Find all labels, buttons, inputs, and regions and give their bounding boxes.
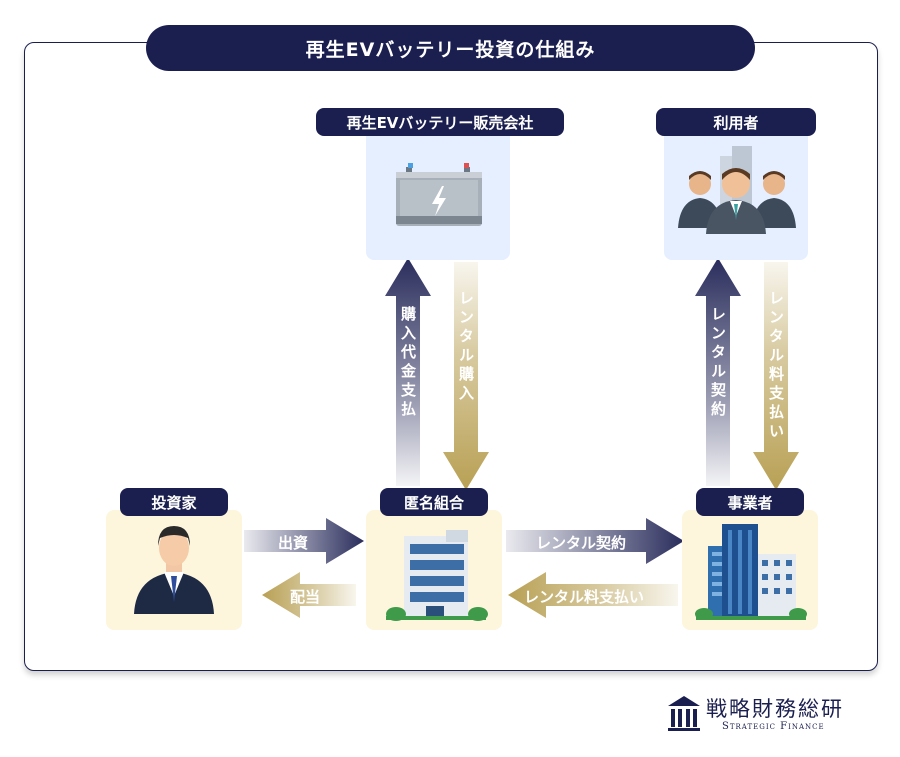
investor-person-icon — [134, 526, 214, 614]
logo-subtitle: Strategic Finance — [722, 721, 825, 732]
arrow-rental-contract — [506, 518, 684, 564]
arrow-rental-purchase — [443, 262, 489, 490]
diagram-title: 再生EVバッテリー投資の仕組み — [146, 25, 755, 71]
investor-box — [106, 510, 242, 630]
battery-icon — [396, 163, 482, 226]
rental-purchase-text: レンタル購入 — [457, 290, 475, 404]
user-box — [664, 124, 808, 260]
purchase-payment-text: 購入代金支払 — [399, 306, 417, 420]
office-towers-icon — [695, 524, 807, 620]
company-logo: 戦略財務総研 Strategic Finance — [666, 690, 866, 740]
seller-label: 再生EVバッテリー販売会社 — [316, 108, 564, 136]
arrow-rental-fee — [508, 572, 678, 618]
business-people-icon — [678, 146, 796, 234]
rental-fee-text: レンタル料支払い — [524, 588, 645, 606]
dividend-text: 配当 — [290, 588, 321, 606]
rental-contract-user-text: レンタル契約 — [709, 306, 727, 420]
investor-label: 投資家 — [120, 488, 228, 516]
office-building-icon — [386, 530, 488, 621]
user-label: 利用者 — [656, 108, 816, 136]
operator-label: 事業者 — [696, 488, 804, 516]
arrow-purchase-payment — [385, 258, 431, 486]
logo-name: 戦略財務総研 — [706, 697, 844, 721]
rental-fee-user-text: レンタル料支払い — [767, 290, 785, 442]
arrow-investment — [244, 518, 364, 564]
seller-box — [366, 124, 510, 260]
temple-logo-icon — [668, 696, 700, 731]
arrow-rental-contract-user — [695, 258, 741, 486]
arrow-rental-fee-user — [753, 262, 799, 490]
partnership-label: 匿名組合 — [380, 488, 488, 516]
arrow-dividend — [262, 572, 356, 618]
rental-contract-text: レンタル契約 — [536, 534, 627, 552]
operator-box — [682, 510, 818, 630]
partnership-box — [366, 510, 502, 630]
investment-text: 出資 — [278, 534, 309, 552]
